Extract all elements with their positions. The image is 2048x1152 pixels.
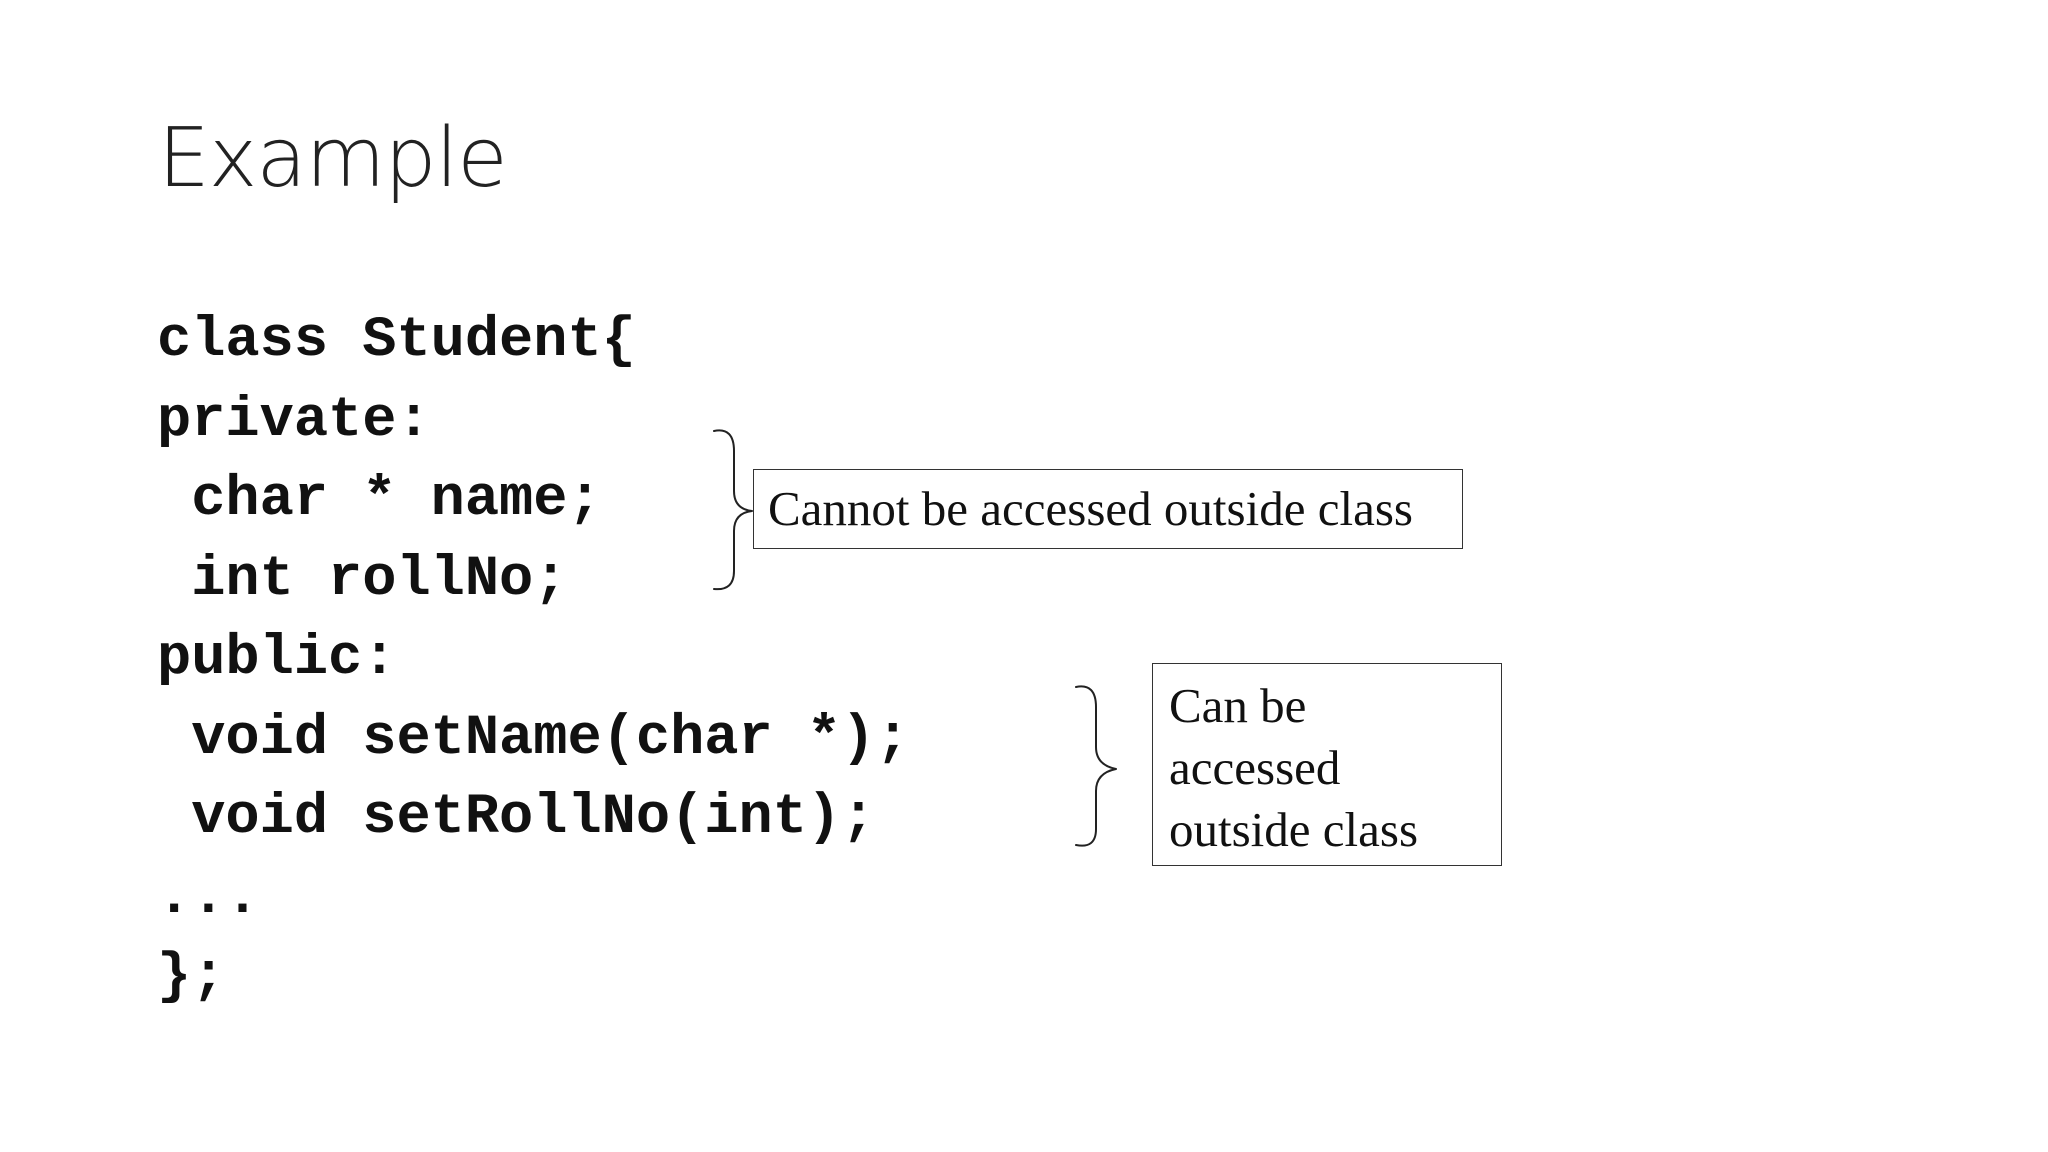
code-line-setname-method: void setName(char *); bbox=[157, 706, 910, 771]
code-line-private-label: private: bbox=[157, 388, 431, 453]
code-line-class-end: }; bbox=[157, 945, 226, 1009]
code-line-public-label: public: bbox=[157, 627, 397, 691]
public-access-callout: Can be accessed outside class bbox=[1152, 663, 1502, 866]
code-line-name-field: char * name; bbox=[157, 468, 602, 532]
private-members-brace-icon bbox=[713, 429, 753, 591]
code-block: class Student{ private: char * name; int… bbox=[157, 302, 910, 1018]
private-access-note: Cannot be accessed outside class bbox=[768, 481, 1413, 536]
public-access-note-line-3: outside class bbox=[1169, 802, 1419, 857]
code-line-setrollno-method: void setRollNo(int); bbox=[157, 786, 876, 850]
code-line-rollno-field: int rollNo; bbox=[157, 547, 568, 612]
slide-title: Example bbox=[158, 111, 508, 206]
private-access-callout: Cannot be accessed outside class bbox=[753, 469, 1463, 549]
public-access-note-line-2: accessed bbox=[1169, 740, 1341, 795]
code-line-class-declaration: class Student{ bbox=[157, 309, 636, 373]
public-access-note-line-1: Can be bbox=[1169, 678, 1307, 733]
public-members-brace-icon bbox=[1075, 685, 1117, 847]
code-line-ellipsis: ... bbox=[157, 865, 260, 930]
